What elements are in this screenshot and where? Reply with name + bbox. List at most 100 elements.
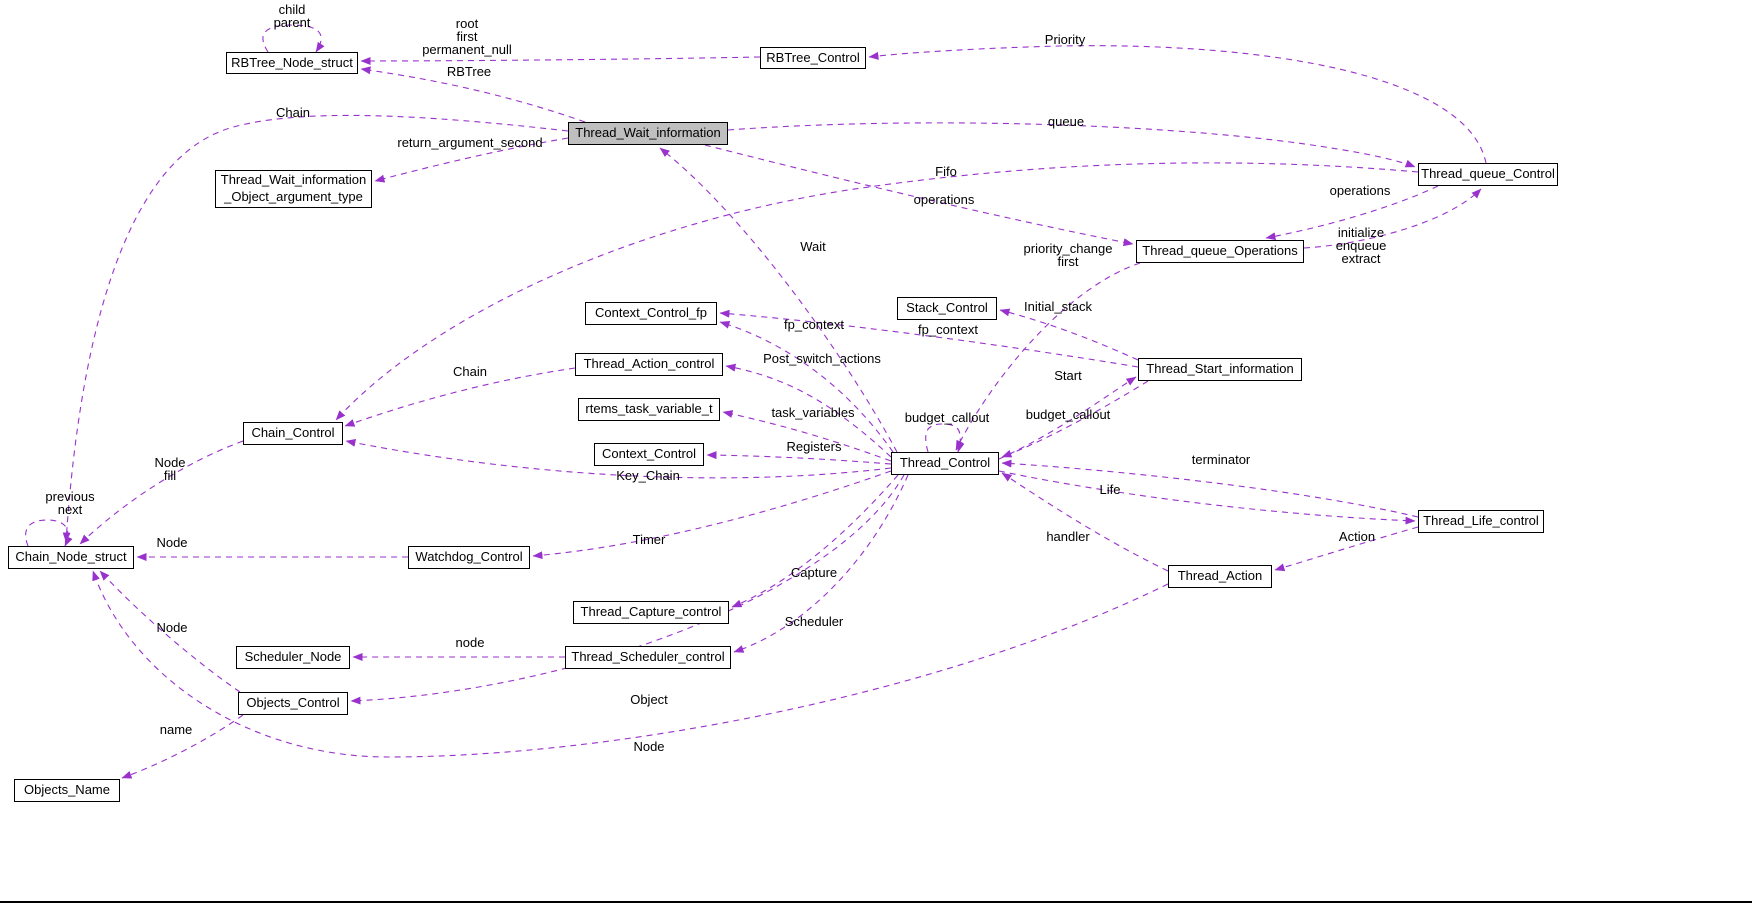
node-label: Scheduler_Node bbox=[244, 649, 342, 665]
node-rtems-task-variable-t[interactable]: rtems_task_variable_t bbox=[578, 398, 720, 421]
edge-life bbox=[998, 470, 1416, 525]
edge-node-fill bbox=[79, 440, 244, 545]
edge-wait bbox=[659, 147, 898, 453]
edge-label: fp_context bbox=[784, 317, 844, 332]
node-objects-control[interactable]: Objects_Control bbox=[238, 692, 348, 715]
edge-label: budget_callout bbox=[1025, 407, 1111, 422]
edge-label: Chain bbox=[276, 105, 310, 120]
edge-initialize-enqueue-extract bbox=[1303, 188, 1482, 249]
node-label: RBTree_Control bbox=[766, 49, 860, 65]
node-rbtree-node-struct[interactable]: RBTree_Node_struct bbox=[226, 52, 358, 74]
node-label: Objects_Name bbox=[24, 782, 110, 798]
edge-label: operations bbox=[913, 192, 975, 207]
edge-fp-context-tsi bbox=[719, 309, 1139, 368]
edge-label: Timer bbox=[632, 532, 666, 547]
edge-label: terminator bbox=[1191, 452, 1251, 467]
bottom-rule bbox=[0, 901, 1752, 903]
node-thread-action-control[interactable]: Thread_Action_control bbox=[575, 353, 723, 376]
edge-label: Node bbox=[156, 620, 188, 635]
node-rbtree-control[interactable]: RBTree_Control bbox=[760, 47, 866, 69]
edge-label: operations bbox=[1329, 183, 1391, 198]
node-thread-life-control[interactable]: Thread_Life_control bbox=[1418, 510, 1544, 533]
edge-operations-twi bbox=[704, 144, 1134, 247]
node-context-control[interactable]: Context_Control bbox=[594, 443, 704, 466]
edge-queue bbox=[727, 122, 1416, 168]
edge-label: Scheduler bbox=[784, 614, 844, 629]
edge-label: budget_callout bbox=[904, 410, 990, 425]
edge-return-argument-second bbox=[374, 137, 569, 183]
edge-label: Object bbox=[630, 692, 668, 707]
edge-name bbox=[121, 714, 244, 779]
edge-fp-context-tc bbox=[719, 320, 894, 453]
edge-label: Start bbox=[1054, 368, 1082, 383]
edge-child-parent-selfloop bbox=[262, 24, 325, 53]
edge-object bbox=[350, 474, 905, 705]
node-context-control-fp[interactable]: Context_Control_fp bbox=[585, 302, 717, 325]
edge-operations-tqc bbox=[1265, 185, 1439, 241]
edge-budget-callout-selfloop bbox=[925, 423, 965, 453]
edge-chain-tac bbox=[344, 367, 576, 427]
edge-label: Life bbox=[1099, 482, 1121, 497]
node-thread-start-information[interactable]: Thread_Start_information bbox=[1138, 358, 1302, 381]
node-thread-wait-information-object-argument-type[interactable]: Thread_Wait_information _Object_argument… bbox=[215, 170, 372, 208]
node-thread-control[interactable]: Thread_Control bbox=[891, 452, 999, 475]
node-chain-control[interactable]: Chain_Control bbox=[243, 422, 343, 445]
edge-label: return_argument_second bbox=[397, 135, 543, 150]
edge-label: child parent bbox=[273, 2, 311, 30]
edge-label: Key_Chain bbox=[616, 468, 680, 483]
edge-label: handler bbox=[1046, 529, 1090, 544]
edge-node-objects bbox=[99, 570, 241, 693]
edge-label: Wait bbox=[800, 239, 826, 254]
node-thread-action[interactable]: Thread_Action bbox=[1168, 565, 1272, 588]
edge-root-first-permanent-null bbox=[360, 56, 761, 65]
node-label: Chain_Node_struct bbox=[15, 549, 127, 565]
edge-scheduler bbox=[733, 474, 909, 653]
edge-priority-change-first bbox=[955, 262, 1141, 451]
node-watchdog-control[interactable]: Watchdog_Control bbox=[408, 546, 530, 569]
edge-previous-next-selfloop bbox=[25, 519, 73, 547]
node-thread-queue-operations[interactable]: Thread_queue_Operations bbox=[1136, 240, 1304, 263]
node-thread-wait-information[interactable]: Thread_Wait_information bbox=[568, 122, 728, 145]
edge-chain-twi bbox=[62, 114, 569, 543]
node-label: Objects_Control bbox=[246, 695, 340, 711]
edge-label: fp_context bbox=[918, 322, 978, 337]
edge-rbtree bbox=[360, 66, 586, 123]
edge-fifo bbox=[335, 162, 1419, 421]
edge-priority bbox=[868, 45, 1487, 164]
edge-registers bbox=[706, 451, 892, 465]
node-label: Thread_Wait_information bbox=[575, 125, 721, 141]
edge-budget-callout-tsi bbox=[1001, 380, 1149, 458]
edge-task-variables bbox=[722, 410, 892, 462]
edge-node-thread-action bbox=[92, 570, 1169, 758]
node-label: Thread_Action_control bbox=[583, 356, 715, 372]
node-label: Thread_queue_Control bbox=[1421, 166, 1555, 182]
edge-handler bbox=[1001, 472, 1169, 572]
node-label: Context_Control_fp bbox=[594, 305, 707, 321]
edge-timer bbox=[532, 470, 892, 560]
node-label: Watchdog_Control bbox=[415, 549, 523, 565]
node-label: Thread_Start_information bbox=[1146, 361, 1294, 377]
node-chain-node-struct[interactable]: Chain_Node_struct bbox=[8, 546, 134, 569]
edge-label: Registers bbox=[786, 439, 842, 454]
edge-label: Node fill bbox=[154, 455, 186, 483]
node-label: Chain_Control bbox=[251, 425, 335, 441]
edge-label: task_variables bbox=[771, 405, 855, 420]
node-label: Thread_Capture_control bbox=[580, 604, 722, 620]
node-label: rtems_task_variable_t bbox=[585, 401, 713, 417]
node-scheduler-node[interactable]: Scheduler_Node bbox=[236, 646, 350, 669]
node-label: Thread_Action bbox=[1177, 568, 1263, 584]
node-label: RBTree_Node_struct bbox=[231, 54, 353, 70]
node-thread-scheduler-control[interactable]: Thread_Scheduler_control bbox=[565, 646, 731, 669]
edge-label: node bbox=[455, 635, 485, 650]
node-objects-name[interactable]: Objects_Name bbox=[14, 779, 120, 802]
edge-label: Priority bbox=[1044, 32, 1086, 47]
edge-label: Chain bbox=[453, 364, 487, 379]
node-label: Thread_Wait_information _Object_argument… bbox=[220, 172, 367, 204]
node-thread-capture-control[interactable]: Thread_Capture_control bbox=[573, 601, 729, 624]
edge-label: root first permanent_null bbox=[422, 16, 512, 57]
node-label: Stack_Control bbox=[906, 300, 988, 316]
node-label: Thread_queue_Operations bbox=[1142, 243, 1298, 259]
node-stack-control[interactable]: Stack_Control bbox=[897, 297, 997, 320]
node-thread-queue-control[interactable]: Thread_queue_Control bbox=[1418, 163, 1558, 186]
